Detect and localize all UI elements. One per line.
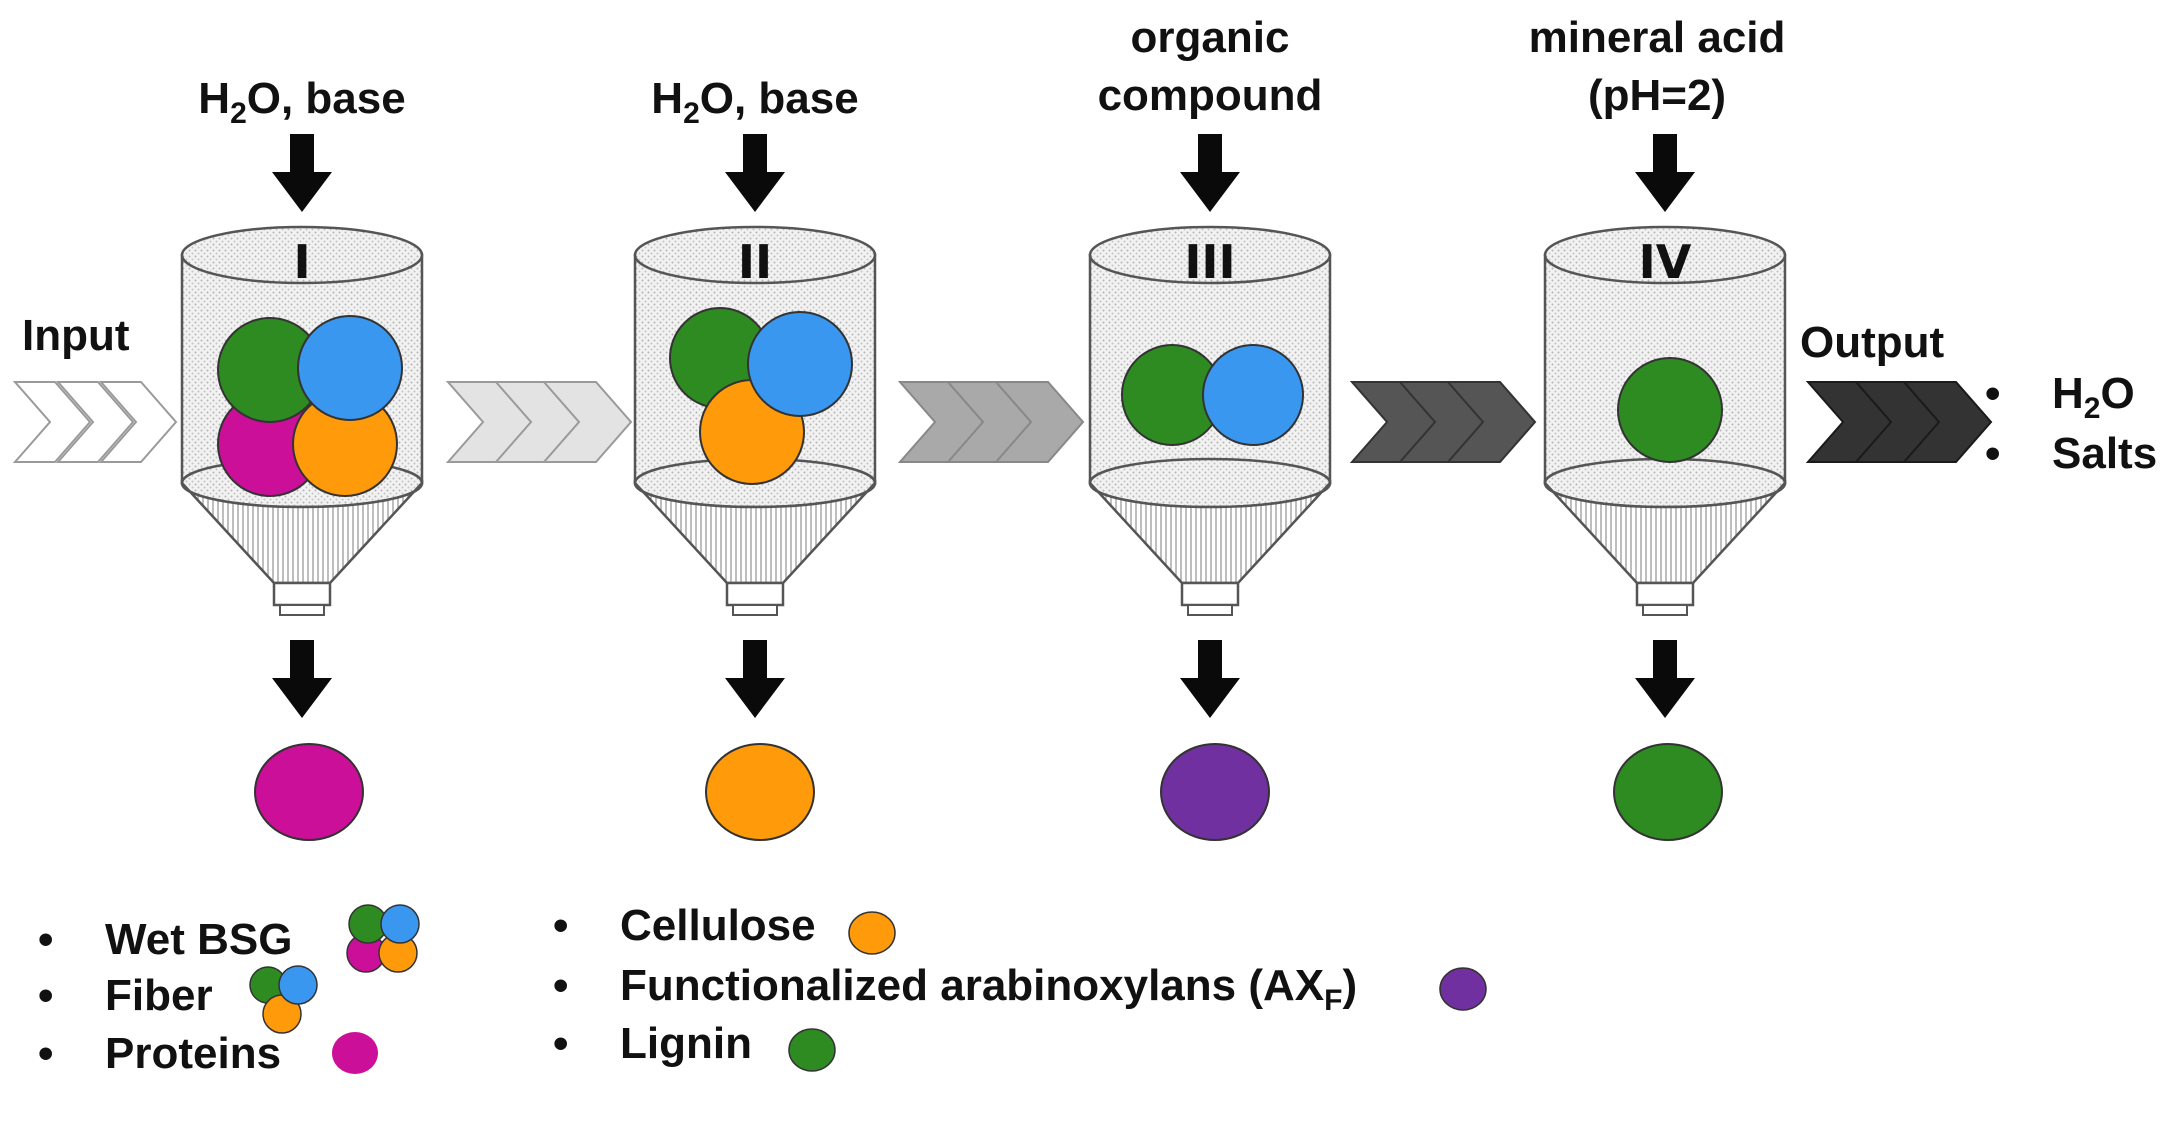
stage-4-numeral: IV (1639, 235, 1692, 289)
stage-3: organic compound III (1088, 13, 1332, 841)
stage-1-output-arrow-icon (272, 640, 332, 718)
stage-1-input-arrow-icon (272, 134, 332, 212)
stage-3-reagent-line-1: organic (1131, 13, 1290, 62)
stage-3-output-arrow-icon (1180, 640, 1240, 718)
stage-3-reagent-line-2: compound (1098, 71, 1323, 120)
legend-bullet: • (553, 1019, 568, 1068)
arabinoxylan-particle (1202, 344, 1304, 446)
arabinoxylan-particle (297, 315, 403, 421)
legend-left: • Wet BSG • Fiber • Proteins (38, 904, 420, 1078)
legend-label-arabinoxylans: Functionalized arabinoxylans (AXF) (620, 961, 1357, 1017)
stage-4-reagent-line-2: (pH=2) (1588, 71, 1726, 120)
chevrons-2-3-icon (897, 381, 1085, 463)
legend-bullet: • (553, 901, 568, 950)
stage-1-product-dot (254, 743, 364, 841)
stage-2: H2O, base II (633, 74, 877, 841)
arabinoxylan-particle (747, 311, 853, 417)
legend-label-proteins: Proteins (105, 1029, 281, 1078)
lignin-particle (1617, 357, 1723, 463)
stage-1-numeral: I (293, 235, 310, 289)
output-bullet: • (1985, 369, 2000, 418)
stage-4: mineral acid (pH=2) IV (1529, 13, 1787, 841)
stage-2-input-arrow-icon (725, 134, 785, 212)
stage-2-reagent: H2O, base (651, 74, 858, 130)
legend-label-lignin: Lignin (620, 1019, 752, 1068)
stage-4-output-arrow-icon (1635, 640, 1695, 718)
chevrons-1-2-icon (445, 381, 633, 463)
lignin-arabinoxylan-mixture (1121, 344, 1304, 446)
legend-bullet: • (38, 971, 53, 1020)
stage-4-product-dot (1613, 743, 1723, 841)
fiber-mixture (669, 307, 853, 485)
stage-1: H2O, base I (180, 74, 424, 841)
legend-bullet: • (38, 1029, 53, 1078)
stage-3-product-dot (1160, 743, 1270, 841)
output-label: Output (1800, 318, 1945, 367)
lignin-dot-icon (788, 1028, 836, 1072)
stage-2-product-dot (705, 743, 815, 841)
chevrons-3-4-icon (1349, 381, 1537, 463)
fiber-cluster-icon (249, 965, 318, 1034)
output-list: • H2O • Salts (1985, 369, 2157, 478)
output-item-water: H2O (2052, 369, 2135, 425)
wet-bsg-mixture (217, 315, 403, 497)
output-chevrons-icon (1805, 381, 1993, 463)
input-label: Input (22, 311, 130, 360)
legend-label-wet-bsg: Wet BSG (105, 915, 292, 964)
output-item-salts: Salts (2052, 429, 2157, 478)
stage-1-reagent: H2O, base (198, 74, 405, 130)
stage-4-reagent-line-1: mineral acid (1529, 13, 1786, 62)
legend-right: • Cellulose • Functionalized arabinoxyla… (553, 901, 1487, 1072)
stage-3-numeral: III (1184, 235, 1235, 289)
stage-2-numeral: II (738, 235, 772, 289)
cellulose-dot-icon (848, 911, 896, 955)
legend-bullet: • (38, 915, 53, 964)
arabinoxylan-dot-icon (1439, 967, 1487, 1011)
legend-label-fiber: Fiber (105, 971, 213, 1020)
output-bullet: • (1985, 429, 2000, 478)
stage-3-input-arrow-icon (1180, 134, 1240, 212)
stage-2-output-arrow-icon (725, 640, 785, 718)
legend-label-cellulose: Cellulose (620, 901, 816, 950)
wet-bsg-cluster-icon (346, 904, 420, 973)
protein-dot-icon (332, 1032, 378, 1074)
stage-4-input-arrow-icon (1635, 134, 1695, 212)
input-chevrons-icon (12, 381, 178, 463)
legend-bullet: • (553, 961, 568, 1010)
